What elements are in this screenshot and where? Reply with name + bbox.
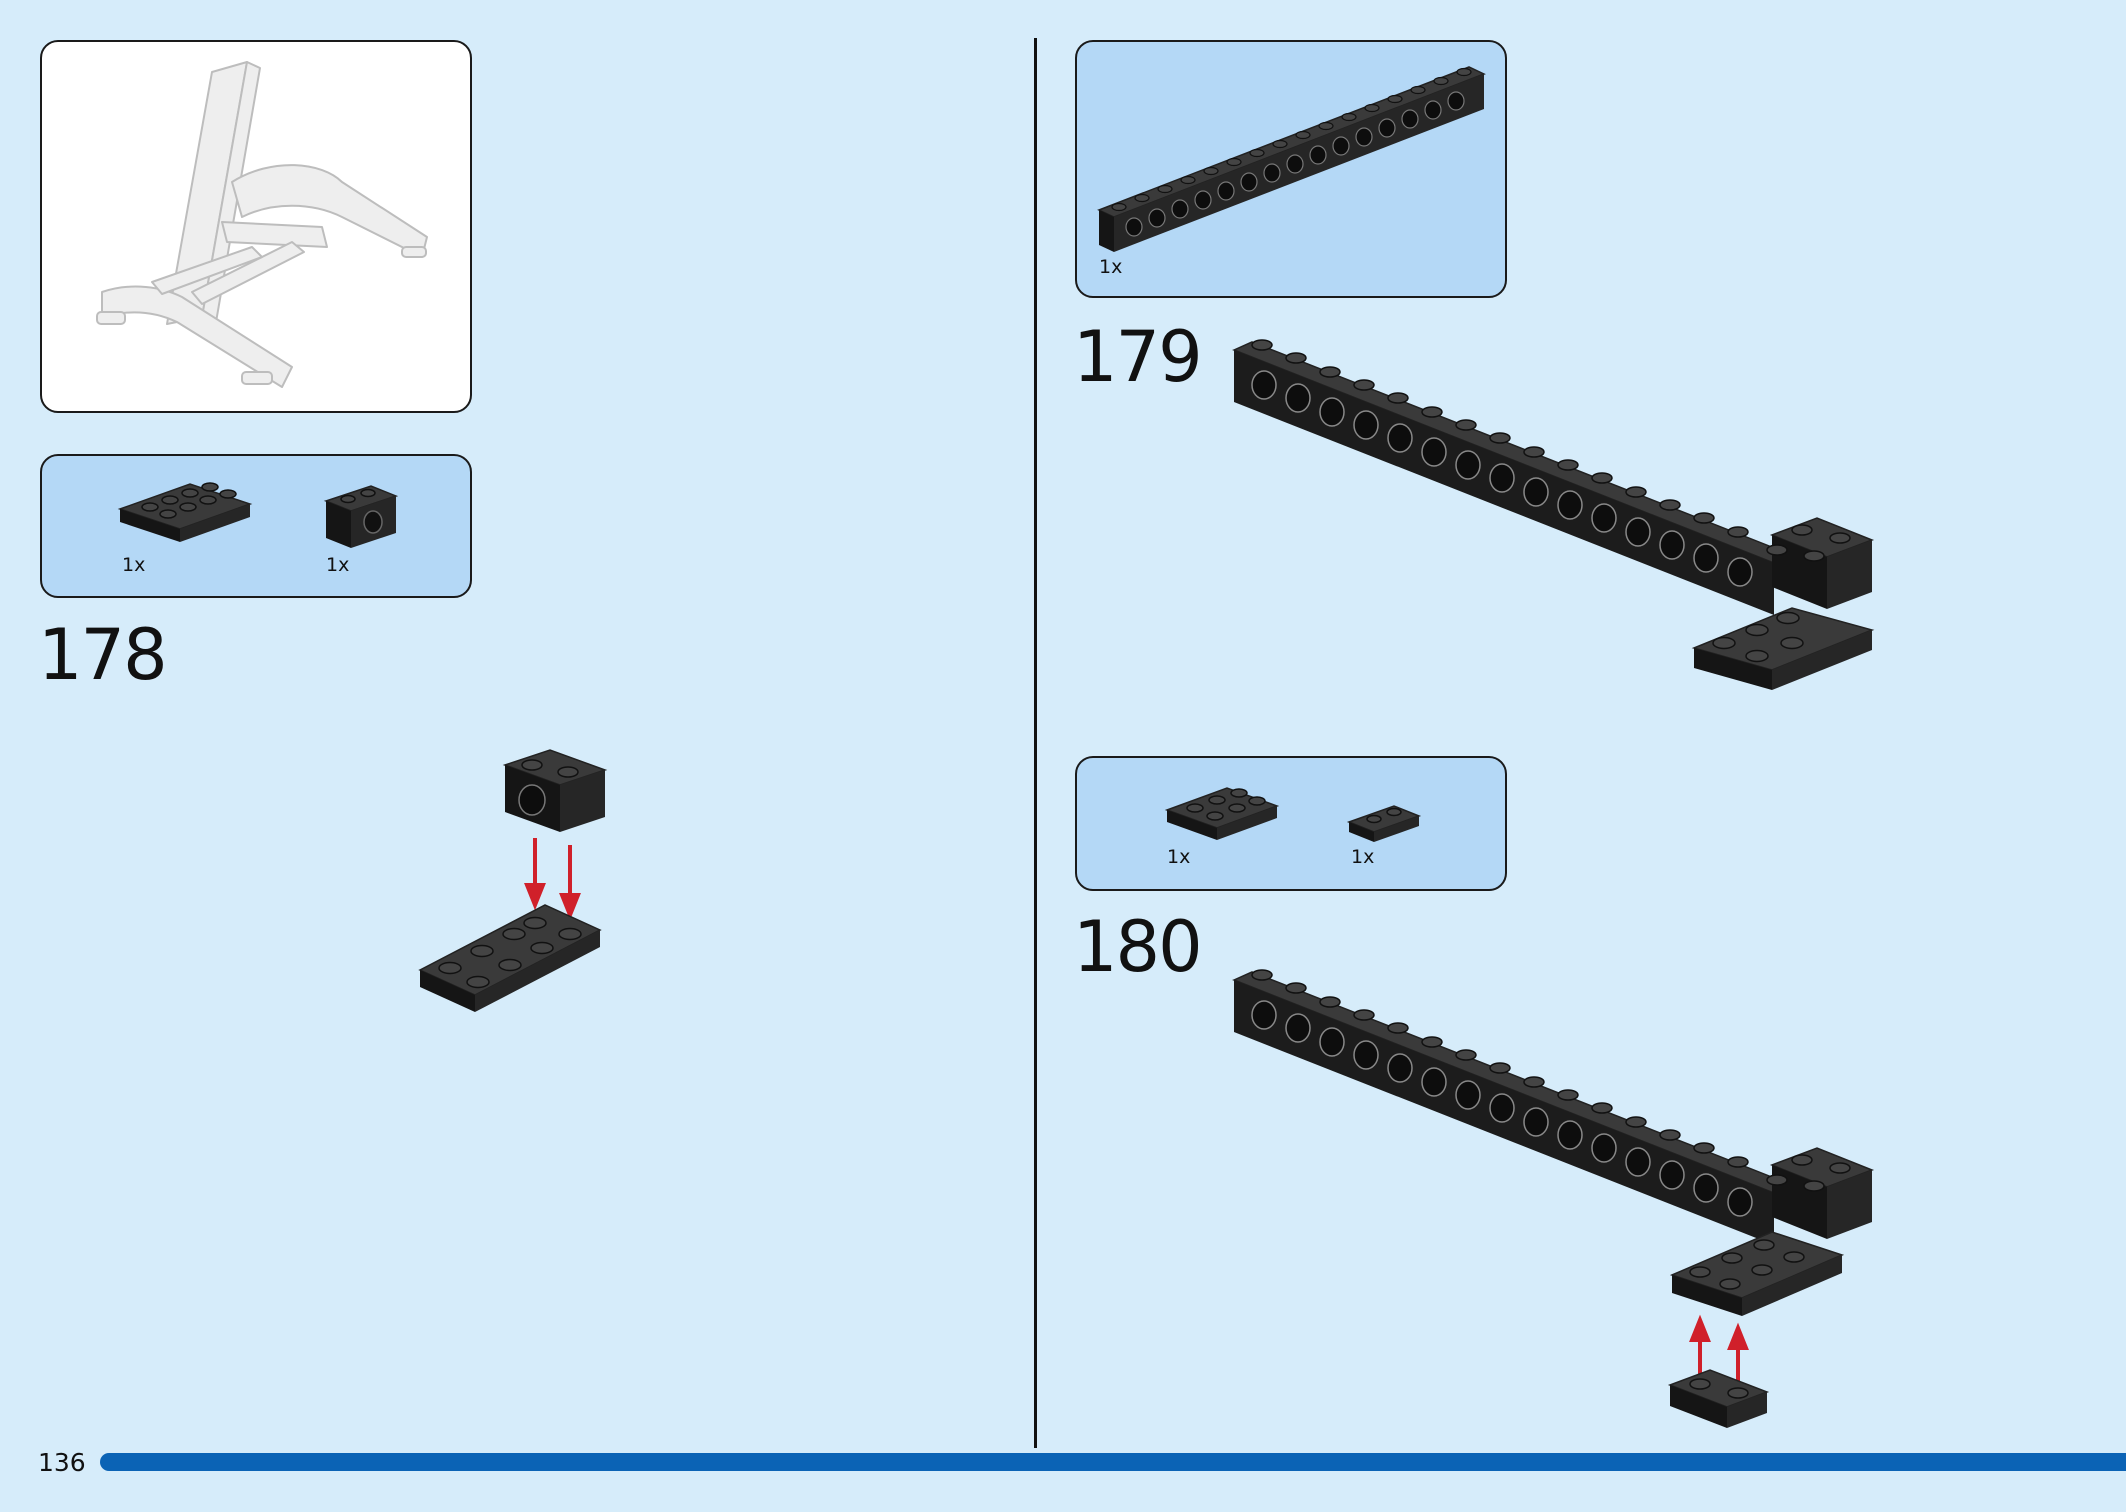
- page-number: 136: [38, 1448, 86, 1477]
- technic-beam-1x16-icon: [1097, 62, 1489, 262]
- parts-panel-179: 1x: [1075, 40, 1507, 298]
- progress-bar: [100, 1453, 2126, 1471]
- part-qty: 1x: [326, 554, 350, 576]
- arrow-icon: [524, 838, 581, 921]
- technic-brick-1x2-icon: [323, 485, 406, 556]
- plate-2x4-icon: [117, 474, 260, 554]
- part-qty: 1x: [1351, 846, 1375, 868]
- step-number: 180: [1073, 906, 1203, 988]
- submodel-preview-panel: [40, 40, 472, 413]
- step-179-assembly: [1232, 330, 1875, 700]
- page-divider: [1034, 38, 1037, 1448]
- part-qty: 1x: [122, 554, 146, 576]
- step-number: 179: [1073, 316, 1203, 398]
- step-180-assembly: [1232, 960, 1877, 1435]
- step-178-assembly: [418, 749, 610, 1030]
- step-number: 178: [38, 614, 168, 696]
- arrow-icon: [1689, 1314, 1749, 1388]
- part-qty: 1x: [1099, 256, 1123, 278]
- part-qty: 1x: [1167, 846, 1191, 868]
- parts-panel-178: 1x 1x: [40, 454, 472, 598]
- plate-2x3-icon: [1164, 780, 1287, 850]
- parts-panel-180: 1x 1x: [1075, 756, 1507, 891]
- submodel-stand-illustration: [96, 61, 428, 388]
- plate-1x2-icon: [1346, 804, 1429, 844]
